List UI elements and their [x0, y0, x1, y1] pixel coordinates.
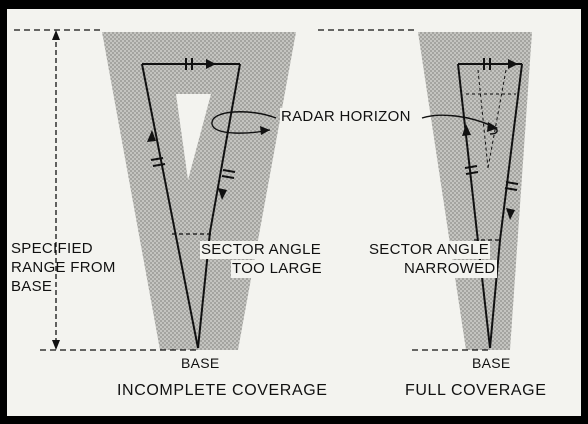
base-right-label: BASE: [472, 355, 511, 371]
right-path-arrow-up-icon: [462, 124, 471, 136]
caption-incomplete-coverage: INCOMPLETE COVERAGE: [117, 382, 328, 399]
left-coverage-area: [102, 32, 296, 350]
left-path-arrow-down-icon: [218, 188, 227, 200]
specified-range-label-line3: BASE: [11, 278, 53, 295]
sector-angle-right-line2: NARROWED: [403, 260, 497, 278]
caption-full-coverage: FULL COVERAGE: [405, 382, 547, 399]
sector-angle-left-line2: TOO LARGE: [231, 260, 323, 278]
base-left-label: BASE: [181, 355, 220, 371]
left-path-arrow-up-icon: [147, 130, 156, 142]
sector-angle-right-line1: SECTOR ANGLE: [368, 241, 491, 259]
sector-angle-left-line1: SECTOR ANGLE: [200, 241, 323, 259]
right-path-arrow-down-icon: [506, 208, 515, 220]
range-arrow-bottom-icon: [52, 340, 60, 350]
right-path-ticks: [464, 58, 519, 191]
specified-range-label-line2: RANGE FROM: [11, 259, 116, 276]
range-arrow-top-icon: [52, 30, 60, 40]
specified-range-label-line1: SPECIFIED: [11, 240, 93, 257]
left-path-ticks: [150, 58, 236, 179]
right-coverage-area: [418, 32, 532, 350]
radar-horizon-label: RADAR HORIZON: [280, 108, 412, 126]
radar-horizon-arrow-right-icon: [487, 122, 498, 132]
left-uncovered-gap: [176, 94, 211, 180]
left-path-arrow-right-icon: [206, 59, 216, 69]
radar-horizon-arrow-left-icon: [260, 126, 270, 135]
right-radar-horizon-outline: [466, 69, 516, 169]
right-path-arrow-right-icon: [508, 59, 518, 69]
